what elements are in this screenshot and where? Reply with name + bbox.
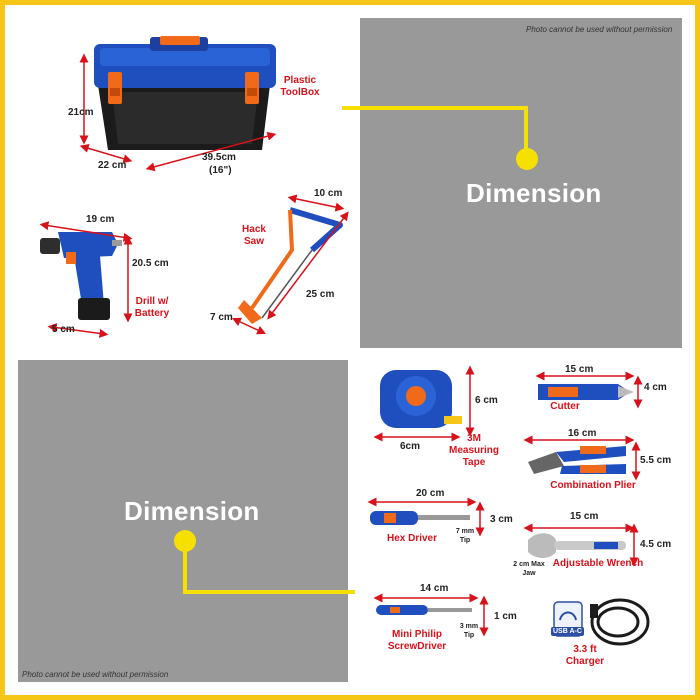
hacksaw-length: 25 cm <box>306 289 335 300</box>
dimension-title-top: Dimension <box>466 178 602 208</box>
drill-width: 5 cm <box>52 324 75 335</box>
tape-width: 6cm <box>400 441 421 452</box>
hexdriver-length: 20 cm <box>416 488 445 499</box>
charger-name: 3.3 ft Charger <box>565 644 605 667</box>
screwdriver-length: 14 cm <box>420 583 449 594</box>
plier-name: Combination Plier <box>550 480 636 491</box>
toolbox-width: 39.5cm <box>202 152 236 163</box>
measuring-tape-image <box>380 370 462 428</box>
charger-image <box>553 598 650 646</box>
hacksaw-top: 10 cm <box>314 188 343 199</box>
hexdriver-height: 3 cm <box>490 514 513 525</box>
charger-usb-badge: USB A-C <box>551 627 584 636</box>
tape-height: 6 cm <box>475 395 498 406</box>
wrench-jaw: 2 cm Max Jaw <box>513 561 545 577</box>
quadrant-top-right <box>360 18 682 348</box>
connector-top-horizontal <box>342 106 528 110</box>
hexdriver-tip: 7 mm Tip <box>455 528 475 544</box>
cutter-name: Cutter <box>550 401 580 412</box>
permission-notice-bottom: Photo cannot be used without permission <box>22 670 169 679</box>
toolbox-name: Plastic ToolBox <box>280 75 320 98</box>
wrench-image <box>528 533 626 558</box>
connector-top-dot <box>516 148 538 170</box>
toolbox-depth: 22 cm <box>98 160 127 171</box>
cutter-image <box>538 384 634 400</box>
wrench-height: 4.5 cm <box>640 539 672 550</box>
toolbox-height: 21cm <box>68 107 94 118</box>
wrench-length: 15 cm <box>570 511 599 522</box>
screwdriver-image <box>376 605 472 615</box>
connector-bottom-vertical <box>183 540 187 594</box>
toolbox-width-inches: (16") <box>209 165 232 176</box>
tape-name: 3M Measuring Tape <box>448 433 499 468</box>
quadrant-bottom-left <box>18 360 348 682</box>
permission-notice-top: Photo cannot be used without permission <box>526 25 673 34</box>
screwdriver-height: 1 cm <box>494 611 517 622</box>
hacksaw-depth: 7 cm <box>210 312 233 323</box>
drill-name: Drill w/ Battery <box>134 296 170 319</box>
hexdriver-name: Hex Driver <box>386 533 438 544</box>
connector-top-vertical <box>524 106 528 156</box>
cutter-height: 4 cm <box>644 382 667 393</box>
cutter-length: 15 cm <box>565 364 594 375</box>
hacksaw-name: Hack Saw <box>242 224 266 247</box>
hex-driver-image <box>370 511 470 525</box>
dimension-title-bottom: Dimension <box>124 496 260 526</box>
plier-height: 5.5 cm <box>640 455 672 466</box>
plier-length: 16 cm <box>568 428 597 439</box>
drill-image <box>40 232 122 320</box>
drill-length: 19 cm <box>86 214 115 225</box>
screwdriver-name: Mini Philip ScrewDriver <box>387 629 447 652</box>
plier-image <box>528 446 626 474</box>
wrench-name: Adjustable Wrench <box>552 558 644 569</box>
toolbox-image <box>94 36 276 150</box>
screwdriver-tip: 3 mm Tip <box>459 623 479 639</box>
drill-height: 20.5 cm <box>132 258 169 269</box>
connector-bottom-horizontal <box>183 590 355 594</box>
